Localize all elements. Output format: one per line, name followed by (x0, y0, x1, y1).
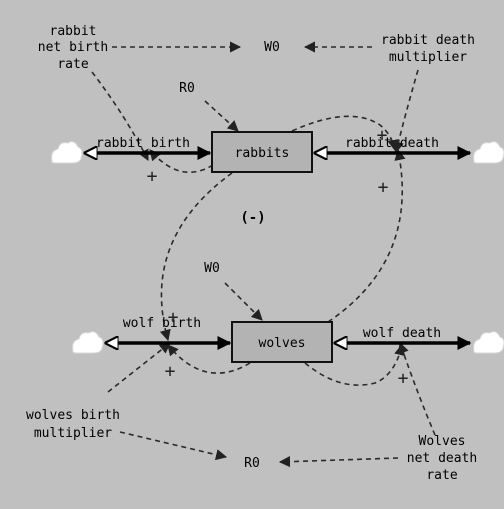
cloud-icon (473, 141, 504, 164)
wolves-birth-multiplier-line-2: multiplier (34, 426, 112, 441)
link-wolves-net-death-rate-to-r0 (278, 456, 399, 468)
cloud-icon (473, 331, 504, 354)
rabbit-net-birth-rate-line-2: net birth (38, 40, 108, 55)
link-wolves-birth-multiplier-to-wolf-birth (107, 342, 171, 393)
rabbit-death-label[interactable]: rabbit death (345, 136, 439, 151)
wolves-net-death-rate-line-1: Wolves (419, 434, 466, 449)
polarity-plus-marker: + (377, 125, 388, 146)
cloud-icon (72, 331, 104, 354)
cloud-icon (51, 141, 83, 164)
w0-mid-variable[interactable]: W0 (204, 261, 220, 276)
loop-polarity-label: (-) (240, 210, 265, 226)
link-r0-to-rabbits (204, 100, 239, 132)
link-wolves-to-rabbit-death (327, 148, 406, 323)
link-wolves-to-wolf-birth (167, 344, 251, 374)
r0-top-variable[interactable]: R0 (179, 81, 195, 96)
rabbits-stock-label: rabbits (235, 146, 290, 161)
rabbit-birth-label[interactable]: rabbit birth (96, 136, 190, 151)
wolves-net-death-rate-line-2: net death (407, 451, 477, 466)
r0-bottom-variable[interactable]: R0 (244, 456, 260, 471)
rabbits-stock[interactable]: rabbits (211, 131, 313, 173)
rabbit-death-multiplier-line-2: multiplier (389, 50, 467, 65)
polarity-plus-marker: + (378, 177, 389, 198)
wolves-stock[interactable]: wolves (231, 321, 333, 363)
wolves-net-death-rate-line-3: rate (426, 468, 457, 483)
rabbit-death-multiplier-line-1: rabbit death (381, 33, 475, 48)
wolves-birth-multiplier-line-1: wolves birth (26, 408, 120, 423)
wolves-birth-multiplier-variable[interactable]: wolves birth multiplier (26, 408, 120, 441)
wolves-stock-label: wolves (259, 336, 306, 351)
rabbit-net-birth-rate-line-1: rabbit (50, 24, 97, 39)
link-w0-to-wolves (224, 282, 263, 321)
polarity-plus-marker: + (147, 166, 158, 187)
wolf-birth-label[interactable]: wolf birth (123, 316, 201, 331)
link-wolves-birth-multiplier-to-r0 (119, 431, 228, 461)
w0-top-variable[interactable]: W0 (264, 40, 280, 55)
rabbit-net-birth-rate-variable[interactable]: rabbit net birth rate (38, 24, 108, 72)
link-rabbits-to-rabbit-death (291, 115, 399, 152)
wolves-net-death-rate-variable[interactable]: Wolves net death rate (407, 434, 477, 483)
rabbit-net-birth-rate-line-3: rate (57, 57, 88, 72)
link-wolves-net-death-rate-to-wolf-death (398, 341, 436, 436)
link-wolves-to-wolf-death (304, 343, 406, 386)
polarity-plus-marker: + (168, 307, 179, 328)
polarity-plus-marker: + (165, 361, 176, 382)
polarity-plus-marker: + (398, 368, 409, 389)
rabbit-death-multiplier-variable[interactable]: rabbit death multiplier (381, 33, 475, 65)
wolf-death-label[interactable]: wolf death (363, 326, 441, 341)
